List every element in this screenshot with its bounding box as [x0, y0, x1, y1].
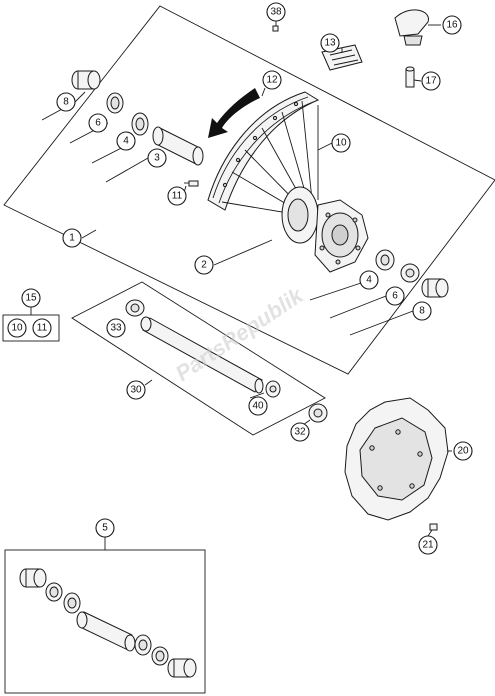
svg-text:11: 11 — [37, 323, 48, 334]
disc-screw-21 — [429, 523, 438, 531]
svg-text:30: 30 — [130, 385, 142, 396]
svg-text:10: 10 — [11, 323, 23, 334]
right-spacer-8 — [421, 278, 449, 298]
callout-10-top: 10 — [331, 133, 351, 153]
svg-text:4: 4 — [366, 275, 372, 286]
brake-disc-20 — [344, 397, 449, 521]
kit-spacer — [19, 568, 47, 588]
callout-6-right: 6 — [385, 286, 405, 306]
callout-21: 21 — [418, 535, 438, 555]
svg-text:40: 40 — [252, 401, 264, 412]
left-bearing-4 — [131, 112, 149, 136]
callout-1: 1 — [62, 228, 82, 248]
rotation-arrow-icon — [208, 88, 260, 138]
wheel-assembly-outline — [3, 5, 495, 375]
svg-text:6: 6 — [392, 291, 398, 302]
wheel-rim — [207, 91, 320, 211]
callout-10-set: 10 — [7, 318, 27, 338]
washer-40 — [265, 380, 281, 398]
callout-20: 20 — [453, 441, 473, 461]
svg-text:5: 5 — [102, 523, 108, 534]
callout-11-top: 11 — [167, 186, 187, 206]
kit-seal-2 — [151, 646, 169, 666]
wheel-hub — [281, 186, 369, 273]
callout-12: 12 — [262, 70, 282, 90]
svg-text:21: 21 — [422, 540, 434, 551]
callout-4-right: 4 — [359, 270, 379, 290]
callout-40: 40 — [248, 396, 268, 416]
callout-8-top: 8 — [56, 92, 76, 112]
callout-8-right: 8 — [412, 301, 432, 321]
svg-text:2: 2 — [201, 260, 207, 271]
axle-kit-outline — [71, 281, 326, 436]
kit-spacer-2 — [167, 658, 197, 678]
svg-text:8: 8 — [419, 306, 425, 317]
callout-13: 13 — [320, 33, 340, 53]
tyre-16 — [394, 9, 429, 46]
svg-text:6: 6 — [95, 118, 101, 129]
svg-text:3: 3 — [154, 153, 160, 164]
valve-cap-38 — [272, 25, 279, 32]
svg-text:12: 12 — [266, 75, 278, 86]
callout-6-top: 6 — [88, 113, 108, 133]
callout-16: 16 — [442, 15, 462, 35]
nut-32 — [308, 403, 328, 423]
distance-sleeve-3 — [152, 126, 204, 166]
callout-3: 3 — [147, 148, 167, 168]
left-spacer-8 — [71, 70, 101, 90]
callout-11-set: 11 — [32, 318, 52, 338]
right-bearing-4 — [375, 249, 395, 271]
callout-17: 17 — [421, 71, 441, 91]
left-seal-6 — [106, 92, 124, 114]
svg-text:16: 16 — [446, 20, 458, 31]
svg-text:8: 8 — [63, 97, 69, 108]
callout-32: 32 — [290, 422, 310, 442]
svg-text:13: 13 — [324, 38, 336, 49]
kit-bearing-2 — [134, 634, 152, 656]
callout-33: 33 — [106, 318, 126, 338]
valve-17 — [405, 66, 415, 88]
svg-text:10: 10 — [335, 138, 347, 149]
screw-11 — [184, 180, 199, 187]
svg-text:20: 20 — [457, 446, 469, 457]
callout-4-top: 4 — [116, 131, 136, 151]
kit-sleeve — [76, 611, 136, 652]
svg-text:4: 4 — [123, 136, 129, 147]
callout-30: 30 — [126, 380, 146, 400]
callout-38: 38 — [266, 2, 286, 22]
svg-text:32: 32 — [294, 427, 306, 438]
svg-text:11: 11 — [172, 191, 183, 202]
svg-text:38: 38 — [270, 7, 282, 18]
callout-2: 2 — [194, 255, 214, 275]
svg-text:1: 1 — [69, 233, 75, 244]
callout-5: 5 — [95, 518, 115, 538]
svg-text:33: 33 — [110, 323, 122, 334]
svg-text:15: 15 — [25, 293, 37, 304]
seal-33 — [125, 299, 145, 317]
svg-text:17: 17 — [425, 76, 437, 87]
axle-30 — [140, 316, 264, 394]
right-seal-6 — [400, 263, 420, 283]
kit-seal — [45, 582, 63, 602]
kit-bearing — [63, 592, 81, 614]
callout-15: 15 — [21, 288, 41, 308]
